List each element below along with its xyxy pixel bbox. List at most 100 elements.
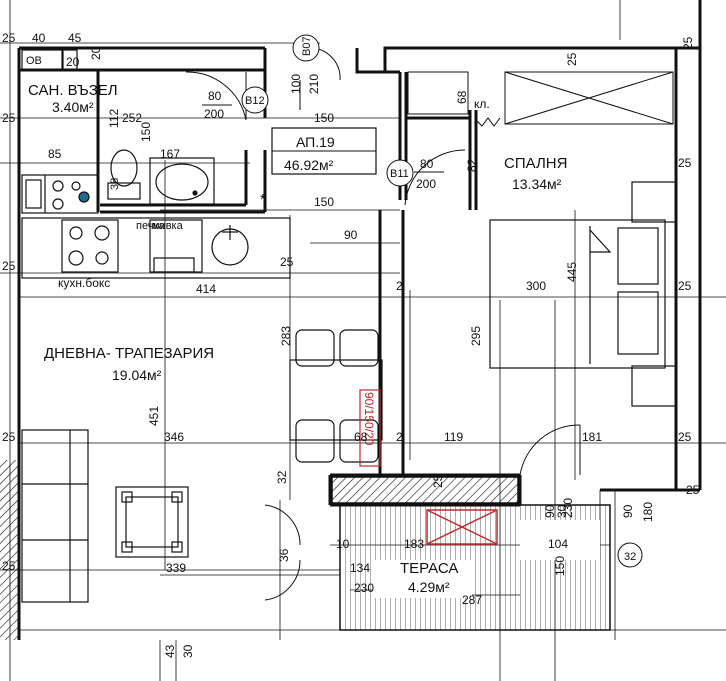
dim: 38: [109, 178, 121, 190]
dim: 339: [166, 561, 186, 575]
bed: [489, 181, 677, 407]
dim: 90: [621, 504, 635, 518]
sofa: [21, 429, 89, 603]
dim: 2: [396, 279, 403, 293]
terrace-name: ТЕРАСА: [400, 560, 458, 577]
dim: 25: [686, 483, 700, 497]
door-b07-tag: B07: [301, 36, 313, 56]
door-b11-width: 80: [420, 157, 434, 171]
drain-mark: [426, 509, 498, 545]
bathroom-name: САН. ВЪЗЕЛ: [28, 82, 118, 99]
dim: 300: [526, 279, 546, 293]
bathroom-fixtures: [21, 49, 215, 214]
dim: 82: [465, 158, 479, 172]
dim: 346: [164, 430, 184, 444]
closet-label: кл.: [474, 97, 490, 111]
star-mark: *: [260, 191, 266, 208]
dim: 25: [681, 36, 695, 50]
dining-table: [289, 329, 383, 463]
dim: 25: [2, 31, 16, 45]
axis-tag: 32: [624, 551, 636, 563]
dim: 25: [678, 279, 692, 293]
dim: 25: [678, 156, 692, 170]
dim: 283: [279, 326, 293, 346]
dim: 10: [336, 537, 350, 551]
coffee-table: [115, 486, 189, 558]
marks: ОВ * 32 90/150/20: [26, 55, 636, 563]
bathroom-area: 3.40м²: [52, 99, 94, 115]
dim: 30: [555, 504, 569, 518]
dim: 183: [404, 537, 424, 551]
living-name: ДНЕВНА- ТРАПЕЗАРИЯ: [44, 345, 214, 362]
dim: 25: [2, 559, 16, 573]
ov-label: ОВ: [26, 55, 42, 67]
kitchen-name: кухн.бокс: [58, 276, 110, 290]
window-code: 90/150/20: [362, 392, 376, 446]
dim: 68: [455, 90, 469, 104]
dim: 295: [469, 326, 483, 346]
door-b11-height: 200: [416, 177, 436, 191]
dim: 451: [147, 406, 161, 426]
dim: 25: [280, 255, 294, 269]
wardrobe: [407, 71, 674, 127]
dim: 230: [561, 498, 575, 518]
bedroom-area: 13.34м²: [512, 176, 562, 192]
dim: 36: [277, 548, 291, 562]
door-labels: B07 B12 B11 80 200 80 200 100 210: [204, 36, 436, 191]
dim: 150: [314, 111, 334, 125]
dim: 85: [48, 147, 62, 161]
stove-label: печка: [136, 220, 165, 232]
door-b12-height: 200: [204, 107, 224, 121]
dim: 180: [641, 502, 655, 522]
dim: 25: [2, 430, 16, 444]
apartment-label: АП.19: [296, 134, 335, 150]
door-tag-circles: [241, 34, 643, 568]
dim: 20: [89, 46, 103, 60]
dim: 25: [678, 430, 692, 444]
terrace-deck-fill: [372, 560, 472, 598]
dim: 20: [66, 55, 80, 69]
dim: 230: [354, 581, 374, 595]
dim: 25: [2, 111, 16, 125]
dim: 150: [314, 195, 334, 209]
dim: 25: [2, 259, 16, 273]
bedroom-name: СПАЛНЯ: [504, 155, 567, 172]
dim: 90: [543, 504, 557, 518]
dim: 112: [107, 109, 121, 128]
apartment-area: 46.92м²: [284, 157, 334, 173]
window-code-box: [359, 389, 381, 467]
dim: 2: [396, 430, 403, 444]
dim: 30: [181, 644, 195, 658]
dim: 167: [160, 147, 180, 161]
living-area: 19.04м²: [112, 367, 162, 383]
dim: 287: [462, 593, 482, 607]
room-labels: САН. ВЪЗЕЛ 3.40м² печка мивка кухн.бокс …: [28, 82, 567, 595]
door-b07-width: 100: [289, 74, 303, 94]
door-swings: [185, 47, 581, 601]
dim: 181: [582, 430, 602, 444]
dim: 68: [354, 430, 368, 444]
dim: 40: [32, 31, 46, 45]
dim: 252: [122, 111, 142, 125]
dim: 150: [139, 122, 153, 142]
dim: 25: [431, 474, 445, 488]
terrace-area: 4.29м²: [408, 579, 450, 595]
door-fraction-lines: [202, 80, 444, 173]
dim: 104: [548, 537, 568, 551]
door-b07-height: 210: [307, 74, 321, 94]
dim: 119: [444, 430, 463, 444]
dim: 25: [565, 52, 579, 66]
dim: 150: [553, 556, 567, 576]
door-b12-width: 80: [208, 89, 222, 103]
door-b11-tag: B11: [390, 168, 409, 180]
dim: 45: [68, 31, 82, 45]
door-b12-tag: B12: [245, 95, 265, 107]
dim: 445: [565, 262, 579, 282]
dim: 43: [163, 644, 177, 658]
dim: 90: [344, 228, 358, 242]
dim: 134: [350, 561, 370, 575]
hatched-wall: [331, 476, 519, 504]
terrace-deck-fill-2: [520, 520, 600, 560]
kitchen-counter: [21, 217, 291, 279]
